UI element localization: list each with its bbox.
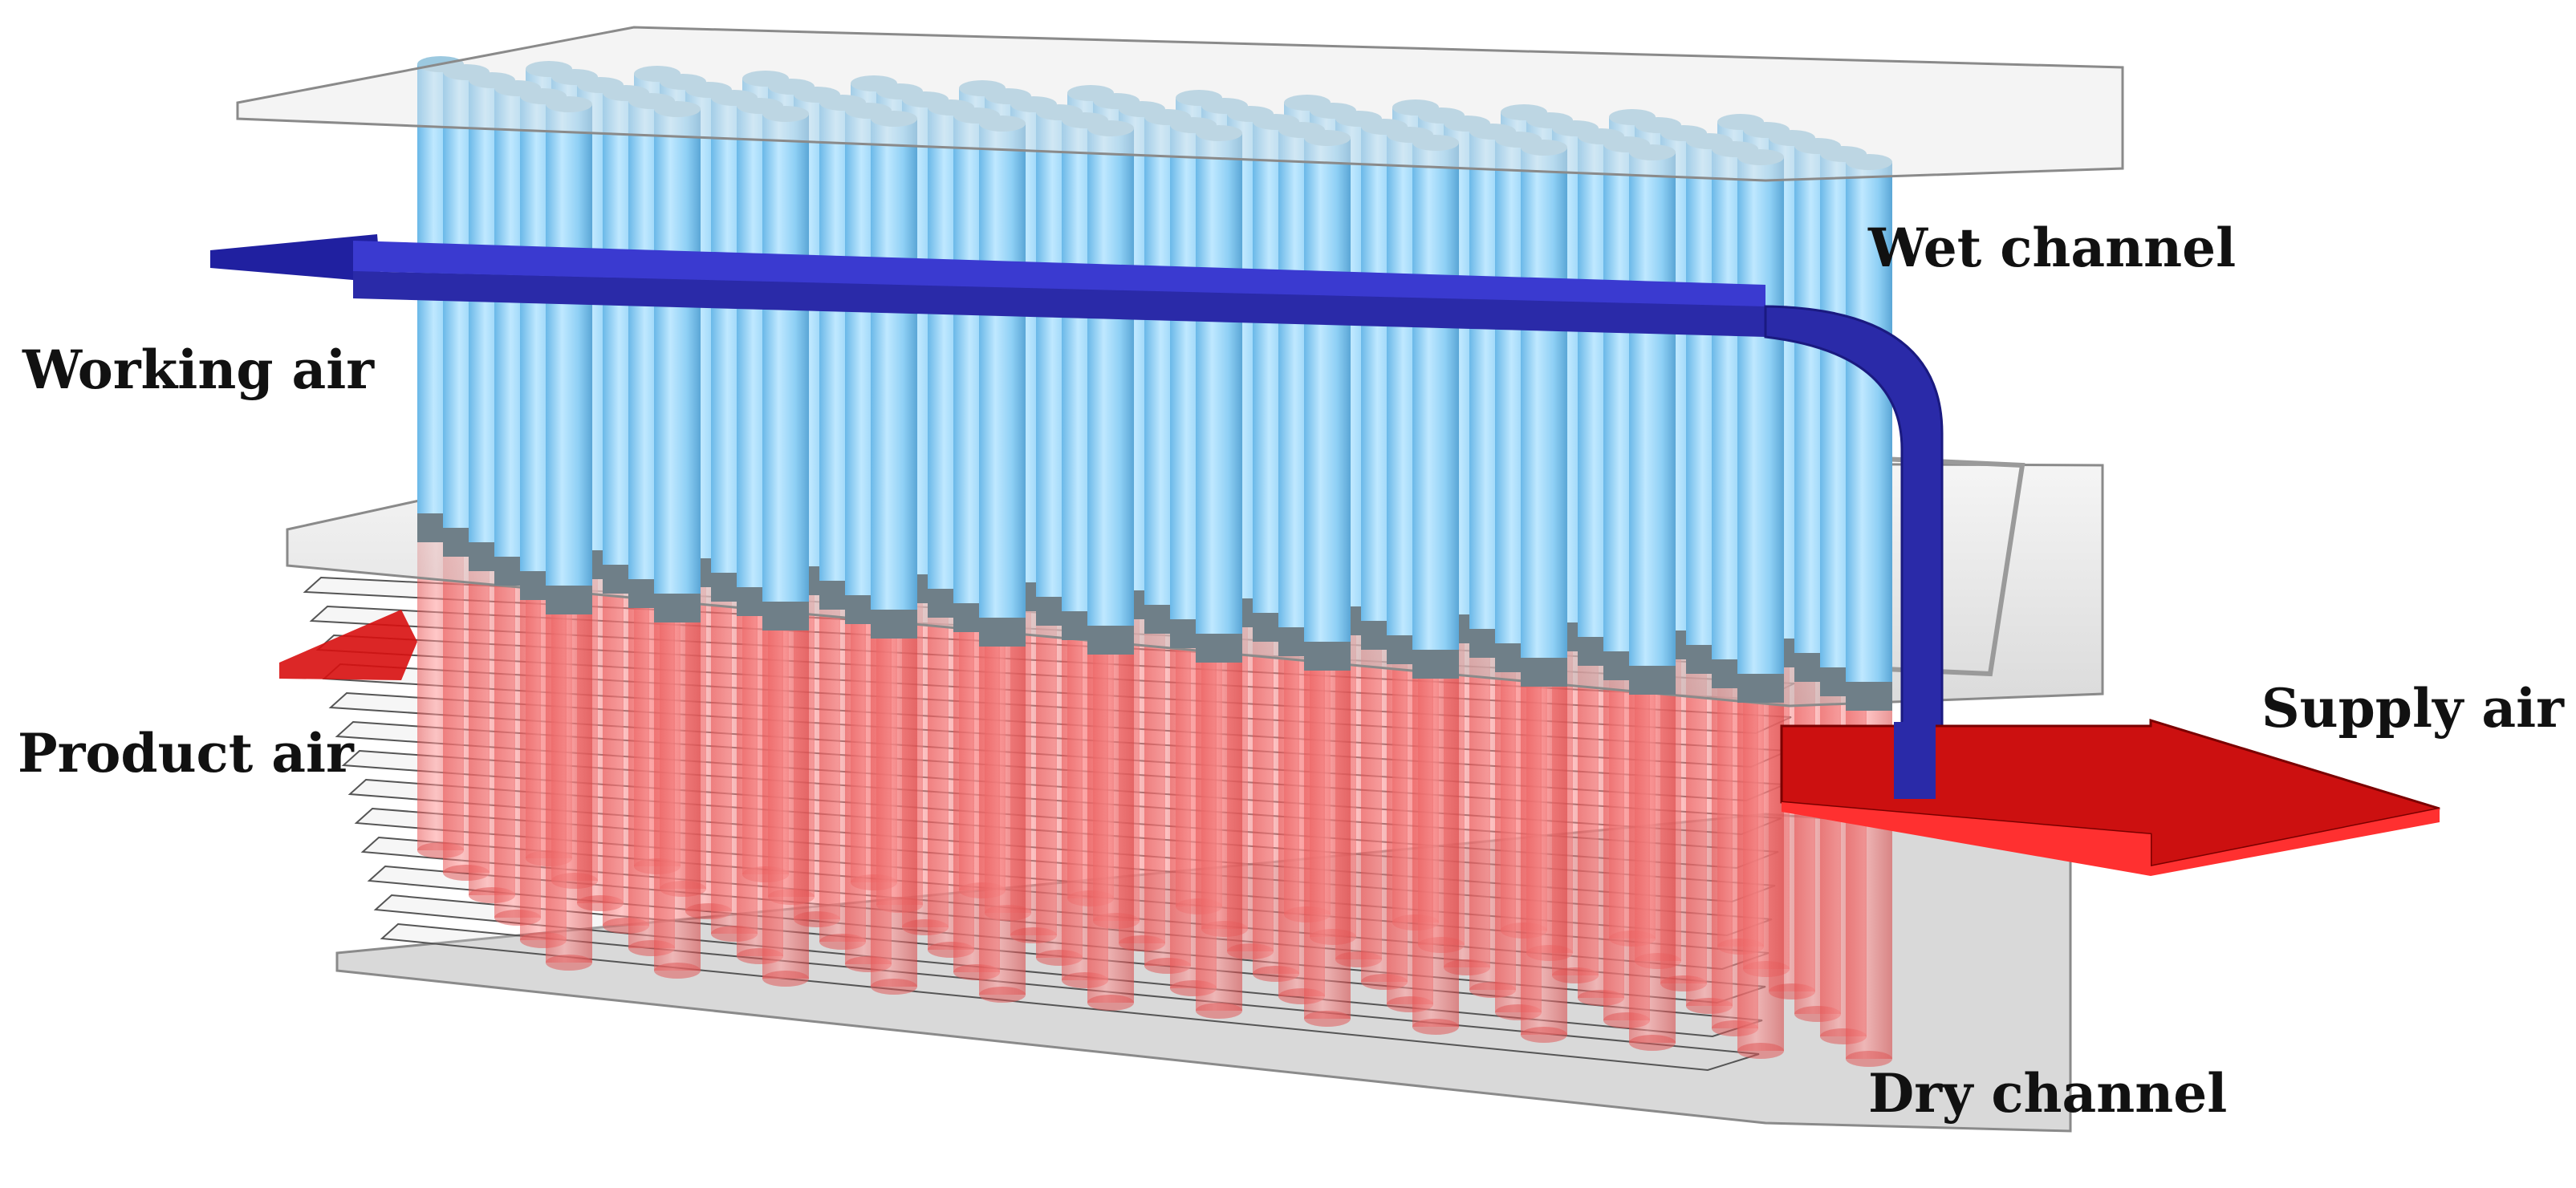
dry-tube-cap (546, 955, 592, 971)
dry-tube-cap (1412, 1019, 1459, 1035)
wet-tube-cap (1629, 144, 1676, 160)
wet-tube (1304, 138, 1351, 642)
tube-seal (1846, 682, 1892, 711)
wet-tube (546, 104, 592, 586)
dry-tube (979, 647, 1026, 995)
wet-channel-label: Wet channel (1868, 217, 2237, 279)
tube-seal (1304, 642, 1351, 671)
wet-tube (979, 124, 1026, 618)
tube-seal (1629, 666, 1676, 695)
wet-tube-cap (1196, 125, 1242, 141)
dry-tube (871, 639, 917, 987)
dry-tube-cap (762, 971, 809, 987)
tube-seal (762, 602, 809, 630)
wet-tube (1087, 128, 1134, 626)
wet-tube-cap (654, 101, 701, 117)
wet-tube-cap (1737, 149, 1784, 165)
dry-tube-cap (1629, 1035, 1676, 1051)
wet-tube-cap (1304, 130, 1351, 146)
wet-tube (1629, 152, 1676, 666)
dry-channel-label: Dry channel (1868, 1062, 2228, 1125)
dry-tube (1521, 687, 1567, 1035)
wet-tube-cap (762, 106, 809, 122)
tube-seal (1412, 650, 1459, 679)
dry-tube-cap (1196, 1003, 1242, 1019)
dry-tube-cap (871, 979, 917, 995)
wet-tube-cap (979, 116, 1026, 132)
dry-tube (1196, 663, 1242, 1011)
product-air-label: Product air (18, 722, 354, 785)
tube-seal (871, 610, 917, 639)
dry-tube (1412, 679, 1459, 1027)
wet-channel-tubes (417, 56, 1892, 711)
wet-tube (762, 114, 809, 602)
wet-tube (1196, 133, 1242, 634)
tube-seal (1196, 634, 1242, 663)
wet-tube-cap (871, 111, 917, 127)
dry-tube (1629, 695, 1676, 1043)
product-air-arrow (279, 610, 417, 680)
dry-tube-cap (1521, 1027, 1567, 1043)
dry-tube (1304, 671, 1351, 1019)
tube-seal (1087, 626, 1134, 655)
tube-seal (1737, 674, 1784, 703)
dry-tube-cap (979, 987, 1026, 1003)
wet-tube (1521, 148, 1567, 658)
wet-channel-plate (236, 26, 2124, 182)
dry-tube (1087, 655, 1134, 1003)
wet-tube-cap (546, 96, 592, 112)
dry-tube (1737, 703, 1784, 1051)
supply-air-arrow (1780, 718, 2440, 876)
dry-tube-cap (1737, 1043, 1784, 1059)
dry-tube (762, 630, 809, 979)
wet-tube (1412, 143, 1459, 650)
tube-seal (979, 618, 1026, 647)
tube-seal (1521, 658, 1567, 687)
tube-seal (546, 586, 592, 614)
wet-tube-cap (1521, 140, 1567, 156)
dry-tube-cap (654, 963, 701, 979)
dry-tube (546, 614, 592, 963)
dry-channel-tubes (417, 542, 1892, 1067)
wet-tube (1737, 157, 1784, 674)
dry-tube (654, 622, 701, 971)
dry-tube-cap (1087, 995, 1134, 1011)
wet-tube (1846, 162, 1892, 682)
wet-tube-cap (1846, 154, 1892, 170)
tube-seal (654, 594, 701, 622)
wet-tube (871, 119, 917, 610)
wet-tube (654, 109, 701, 594)
supply-air-label: Supply air (2261, 677, 2564, 740)
wet-tube-cap (1412, 135, 1459, 151)
working-air-label: Working air (22, 339, 375, 401)
dry-tube-cap (1846, 1051, 1892, 1067)
wet-tube-cap (1087, 120, 1134, 136)
dry-tube-cap (1304, 1011, 1351, 1027)
